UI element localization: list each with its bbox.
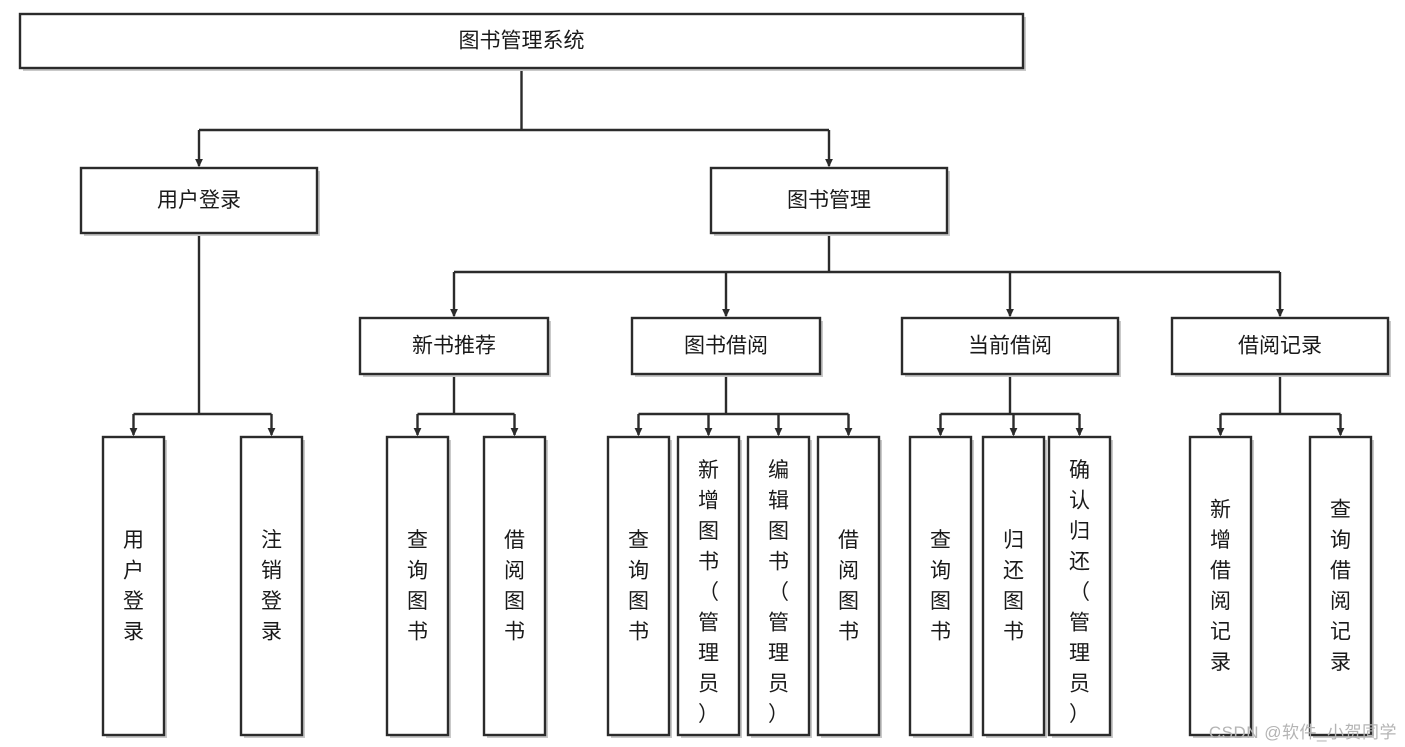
node-l2_1[interactable]: 图书借阅 bbox=[630, 316, 823, 377]
node-label: 编辑图书（管理员） bbox=[768, 459, 789, 726]
node-label: 新增借阅记录 bbox=[1210, 498, 1231, 674]
node-root[interactable]: 图书管理系统 bbox=[18, 12, 1026, 71]
node-leaf_12[interactable]: 查询借阅记录 bbox=[1308, 435, 1374, 738]
node-label: 查询借阅记录 bbox=[1330, 498, 1351, 674]
node-box[interactable] bbox=[101, 435, 166, 737]
node-leaf_3[interactable]: 借阅图书 bbox=[482, 435, 548, 738]
node-box[interactable] bbox=[18, 12, 1025, 70]
node-box[interactable] bbox=[385, 435, 450, 737]
node-leaf_2[interactable]: 查询图书 bbox=[385, 435, 451, 738]
node-label: 注销登录 bbox=[261, 529, 282, 644]
node-label: 新增图书（管理员） bbox=[698, 459, 719, 726]
node-box[interactable] bbox=[676, 435, 741, 737]
node-label: 借阅图书 bbox=[504, 529, 525, 644]
node-l2_2[interactable]: 当前借阅 bbox=[900, 316, 1121, 377]
node-box[interactable] bbox=[981, 435, 1046, 737]
node-label: 借阅记录 bbox=[1238, 335, 1322, 358]
node-box[interactable] bbox=[1047, 435, 1112, 737]
node-label: 用户登录 bbox=[123, 529, 144, 644]
node-box[interactable] bbox=[239, 435, 304, 737]
node-box[interactable] bbox=[1308, 435, 1373, 737]
watermark-text: CSDN @软件_小贺同学 bbox=[1208, 723, 1397, 742]
node-label: 用户登录 bbox=[157, 189, 241, 212]
node-label: 确认归还（管理员） bbox=[1069, 459, 1090, 726]
edges-layer bbox=[129, 68, 1345, 437]
node-leaf_4[interactable]: 查询图书 bbox=[606, 435, 672, 738]
node-leaf_0[interactable]: 用户登录 bbox=[101, 435, 167, 738]
node-box[interactable] bbox=[900, 316, 1120, 376]
node-leaf_8[interactable]: 查询图书 bbox=[908, 435, 974, 738]
node-leaf_10[interactable]: 确认归还（管理员） bbox=[1047, 435, 1113, 738]
node-l1_0[interactable]: 用户登录 bbox=[79, 166, 320, 236]
node-box[interactable] bbox=[358, 316, 550, 376]
node-leaf_1[interactable]: 注销登录 bbox=[239, 435, 305, 738]
node-label: 新书推荐 bbox=[412, 335, 496, 358]
node-l2_3[interactable]: 借阅记录 bbox=[1170, 316, 1391, 377]
node-label: 当前借阅 bbox=[968, 335, 1052, 358]
node-box[interactable] bbox=[816, 435, 881, 737]
node-box[interactable] bbox=[1170, 316, 1390, 376]
node-box[interactable] bbox=[606, 435, 671, 737]
node-leaf_9[interactable]: 归还图书 bbox=[981, 435, 1047, 738]
node-label: 查询图书 bbox=[407, 529, 428, 644]
node-leaf_5[interactable]: 新增图书（管理员） bbox=[676, 435, 742, 738]
node-label: 查询图书 bbox=[930, 529, 951, 644]
node-l2_0[interactable]: 新书推荐 bbox=[358, 316, 551, 377]
node-box[interactable] bbox=[746, 435, 811, 737]
node-label: 借阅图书 bbox=[838, 529, 859, 644]
nodes-layer: 图书管理系统用户登录图书管理新书推荐图书借阅当前借阅借阅记录用户登录注销登录查询… bbox=[18, 12, 1391, 738]
node-box[interactable] bbox=[630, 316, 822, 376]
node-box[interactable] bbox=[482, 435, 547, 737]
node-box[interactable] bbox=[1188, 435, 1253, 737]
node-box[interactable] bbox=[908, 435, 973, 737]
node-label: 查询图书 bbox=[628, 529, 649, 644]
node-label: 图书管理 bbox=[787, 189, 871, 212]
node-leaf_11[interactable]: 新增借阅记录 bbox=[1188, 435, 1254, 738]
node-label: 图书管理系统 bbox=[459, 30, 585, 53]
node-leaf_6[interactable]: 编辑图书（管理员） bbox=[746, 435, 812, 738]
node-box[interactable] bbox=[79, 166, 319, 235]
node-box[interactable] bbox=[709, 166, 949, 235]
node-label: 图书借阅 bbox=[684, 335, 768, 358]
node-leaf_7[interactable]: 借阅图书 bbox=[816, 435, 882, 738]
node-label: 归还图书 bbox=[1003, 529, 1024, 644]
node-l1_1[interactable]: 图书管理 bbox=[709, 166, 950, 236]
